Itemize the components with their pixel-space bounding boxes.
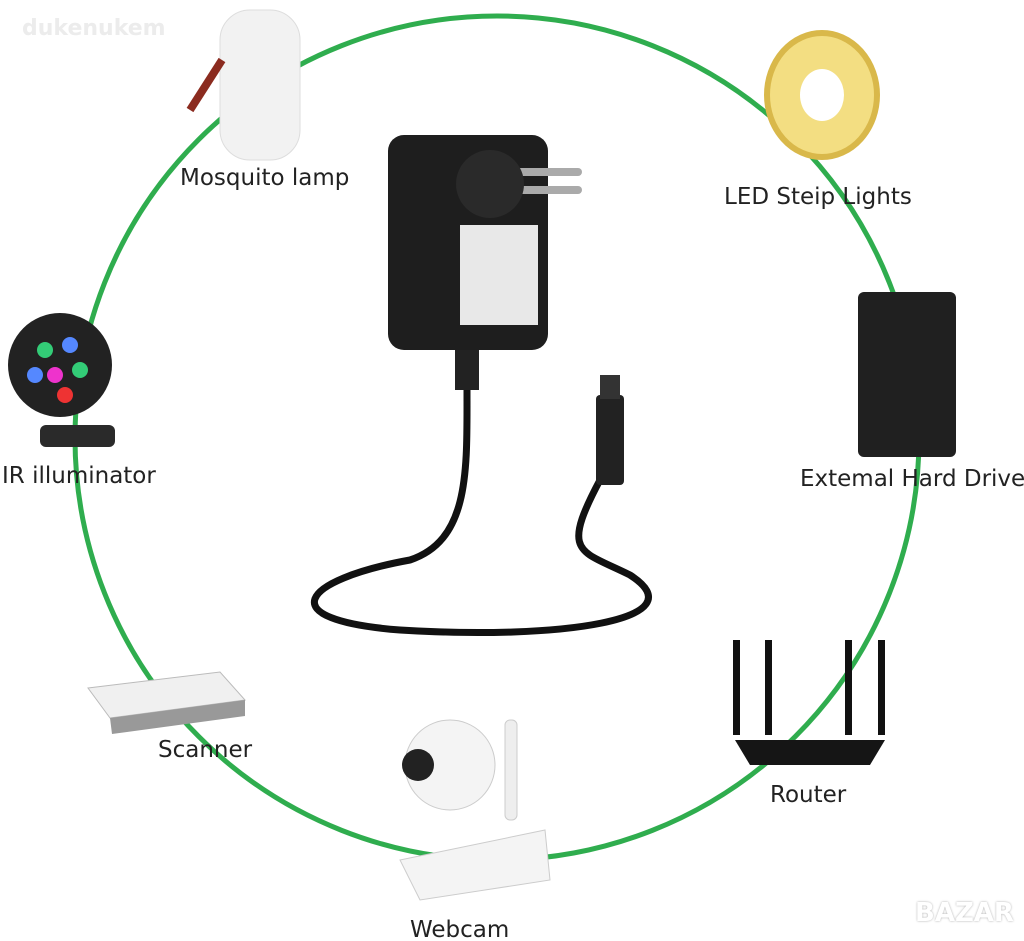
scanner-icon — [87, 671, 247, 734]
watermark-bazar: BAZAR — [915, 898, 1014, 928]
label-router: Router — [770, 782, 847, 808]
label-led-strip: LED Steip Lights — [724, 184, 912, 210]
watermark-dukenukem: dukenukem — [22, 16, 166, 41]
power-adapter-icon — [310, 135, 652, 636]
label-hard-drive: Extemal Hard Drive — [800, 466, 1024, 492]
router-icon — [733, 640, 885, 765]
label-mosquito-lamp: Mosquito lamp — [180, 165, 350, 191]
label-webcam: Webcam — [410, 917, 510, 941]
led-strip-icon — [764, 30, 880, 160]
label-scanner: Scanner — [158, 737, 253, 763]
hard-drive-icon — [858, 292, 956, 457]
webcam-icon — [399, 719, 551, 901]
label-ir-illuminator: IR illuminator — [2, 463, 156, 489]
mosquito-lamp-icon — [186, 9, 301, 161]
ir-illuminator-icon — [8, 313, 115, 447]
